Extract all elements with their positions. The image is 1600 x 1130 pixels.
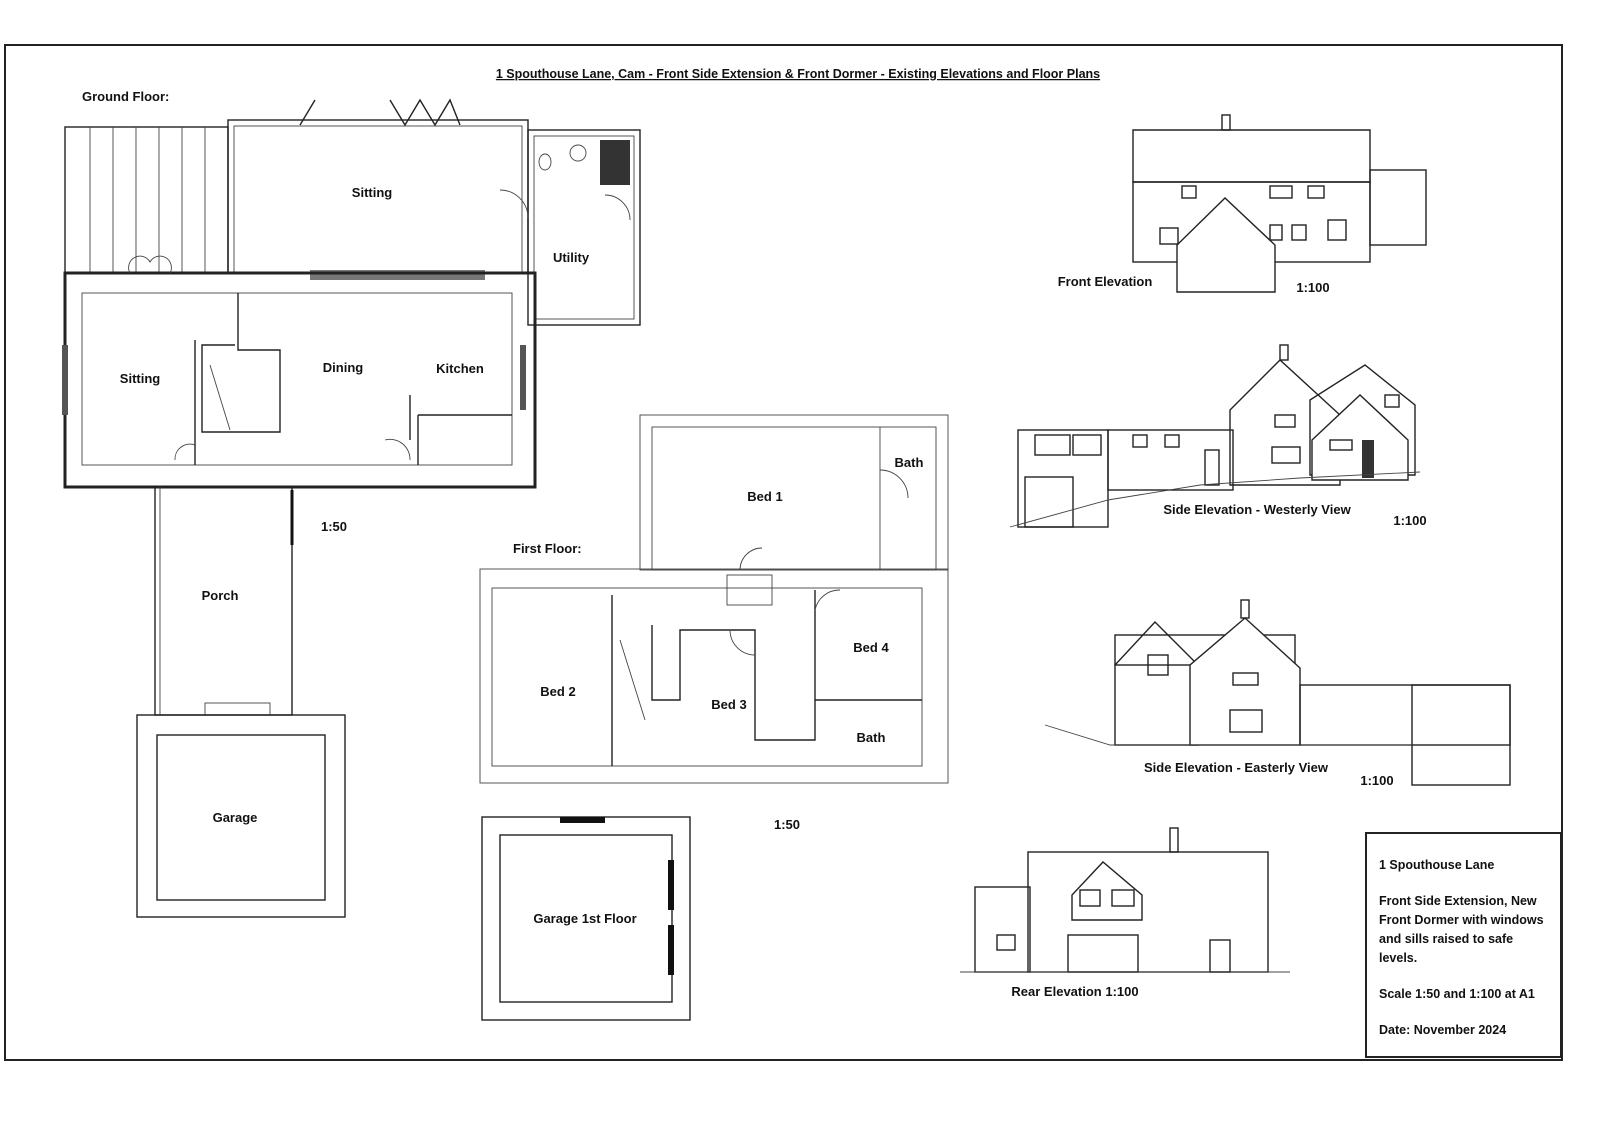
garage [136,714,346,918]
ground-floor-heading: Ground Floor: [82,89,169,104]
west-elevation-label: Side Elevation - Westerly View [1163,502,1351,517]
room-label-garage: Garage [213,810,258,825]
room-label-sitting-rear: Sitting [352,185,392,200]
room-label-utility: Utility [553,250,590,265]
side-elevation-west: Side Elevation - Westerly View 1:100 [1009,344,1427,528]
room-label-bed-1: Bed 1 [747,489,782,504]
room-label-garage-1st-floor: Garage 1st Floor [533,911,636,926]
decking [64,126,229,274]
first-floor-scale: 1:50 [774,817,800,832]
sheet-border [4,44,1563,1061]
title-block-description: Front Side Extension, New Front Dormer w… [1379,894,1544,965]
room-label-sitting: Sitting [120,371,160,386]
sheet-title: 1 Spouthouse Lane, Cam - Front Side Exte… [496,67,1100,81]
rear-elevation: Rear Elevation 1:100 [960,827,1290,999]
title-block-date: Date: November 2024 [1379,1023,1507,1037]
title-block: 1 Spouthouse Lane Front Side Extension, … [1365,832,1562,1058]
ground-floor-plan: Ground Floor: [62,89,641,918]
side-elevation-east: Side Elevation - Easterly View 1:100 [1044,599,1511,788]
room-label-porch: Porch [202,588,239,603]
title-block-scale: Scale 1:50 and 1:100 at A1 [1379,987,1535,1001]
main-house-ground [62,255,537,489]
first-floor-plan: First Floor: Bed 1 Bath Bed 2 Bed 3 Bed … [479,414,949,1021]
east-elevation-scale: 1:100 [1360,773,1393,788]
room-label-bath-1: Bath [895,455,924,470]
room-label-bed-3: Bed 3 [711,697,746,712]
room-label-dining: Dining [323,360,363,375]
room-label-bed-2: Bed 2 [540,684,575,699]
room-label-kitchen: Kitchen [436,361,484,376]
title-block-address: 1 Spouthouse Lane [1379,858,1495,872]
rear-elevation-label: Rear Elevation 1:100 [1011,984,1138,999]
room-label-bath-2: Bath [857,730,886,745]
east-elevation-label: Side Elevation - Easterly View [1144,760,1329,775]
front-elevation: Front Elevation 1:100 [1058,114,1427,295]
front-elevation-label: Front Elevation [1058,274,1153,289]
first-floor-heading: First Floor: [513,541,582,556]
utility-wc [499,129,641,326]
ground-floor-scale: 1:50 [321,519,347,534]
front-elevation-scale: 1:100 [1296,280,1329,295]
west-elevation-scale: 1:100 [1393,513,1426,528]
room-label-bed-4: Bed 4 [853,640,889,655]
steps [310,270,485,280]
